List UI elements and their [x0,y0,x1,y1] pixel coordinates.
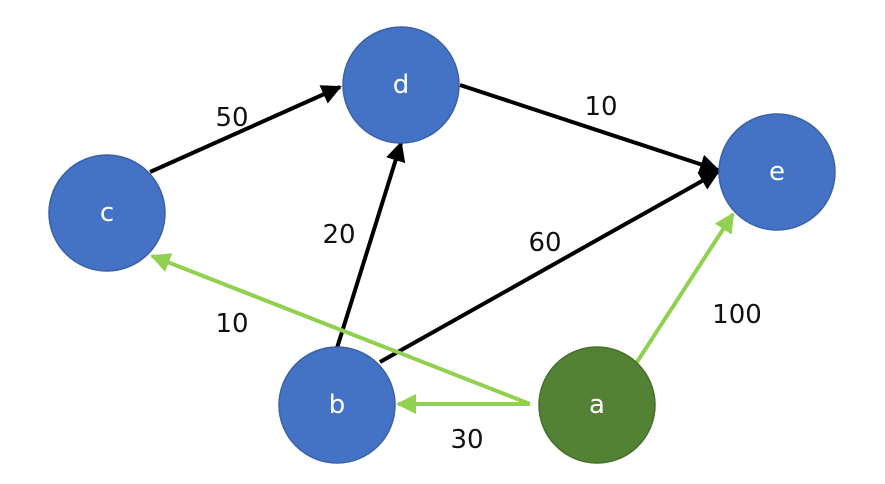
edge-weight-d-e: 10 [584,92,617,122]
edge-weight-c-d: 50 [215,103,248,133]
edge-weight-b-e: 60 [528,228,561,258]
node-circle-b [278,346,396,464]
nodes-layer: a b c d e [48,26,836,464]
edges-layer [149,83,735,414]
node-b: b [278,346,396,464]
edge-weight-a-e: 100 [712,300,762,330]
node-label-b: b [329,390,346,420]
node-circle-d [342,26,460,144]
edge-b-d [335,141,406,349]
edge-c-d [149,85,342,174]
edge-weight-a-c: 10 [215,309,248,339]
edge-weight-b-d: 20 [322,220,355,250]
edge-a-e [635,212,735,364]
node-d: d [342,26,460,144]
node-circle-e [718,113,836,231]
edge-b-e [379,170,720,364]
edge-d-e [459,83,720,174]
node-e: e [718,113,836,231]
node-label-e: e [769,157,785,187]
node-c: c [48,154,166,272]
edge-weight-a-b: 30 [450,425,483,455]
node-circle-a [538,346,656,464]
node-a: a [538,346,656,464]
edge-labels-layer: 50 10 20 60 10 30 100 [215,92,761,455]
node-label-a: a [589,390,605,420]
edge-a-c [150,253,531,406]
node-label-c: c [100,198,114,228]
node-circle-c [48,154,166,272]
node-label-d: d [393,70,410,100]
